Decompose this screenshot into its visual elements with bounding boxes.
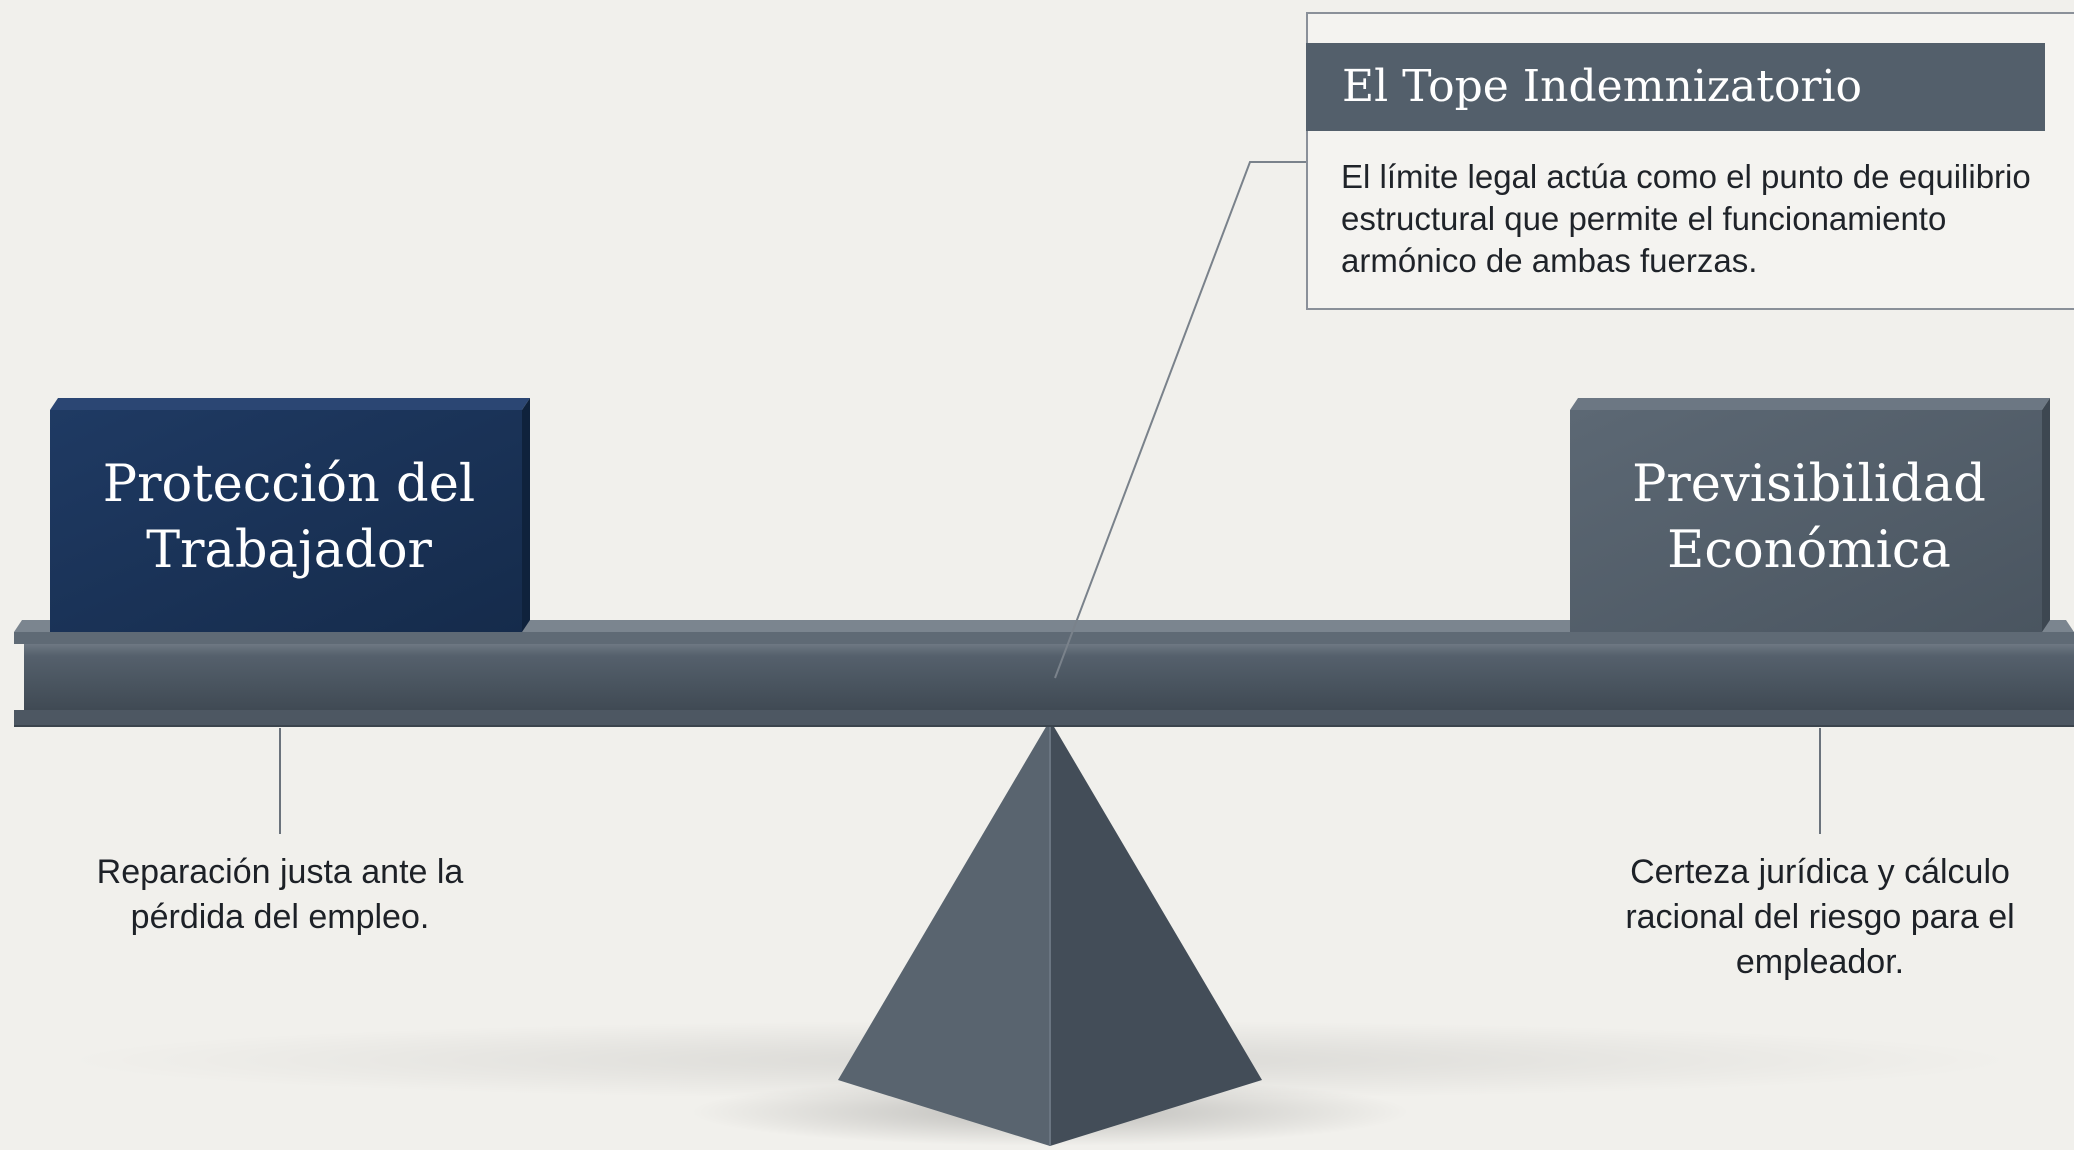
left-block-label: Protección del Trabajador	[50, 452, 528, 584]
callout-title: El Tope Indemnizatorio	[1306, 43, 2045, 131]
callout-body: El límite legal actúa como el punto de e…	[1341, 158, 2031, 279]
fulcrum	[838, 720, 1262, 1146]
balance-beam	[14, 620, 2074, 727]
right-block	[1570, 398, 2050, 632]
right-block-label: Previsibilidad Económica	[1570, 452, 2048, 584]
right-block-label-text: Previsibilidad Económica	[1632, 455, 1986, 580]
right-description: Certeza jurídica y cálculo racional del …	[1625, 853, 2015, 981]
left-block	[50, 398, 530, 632]
left-description: Reparación justa ante la pérdida del emp…	[96, 853, 464, 936]
callout-leader-line	[1054, 161, 1306, 679]
left-block-label-text: Protección del Trabajador	[102, 455, 476, 580]
